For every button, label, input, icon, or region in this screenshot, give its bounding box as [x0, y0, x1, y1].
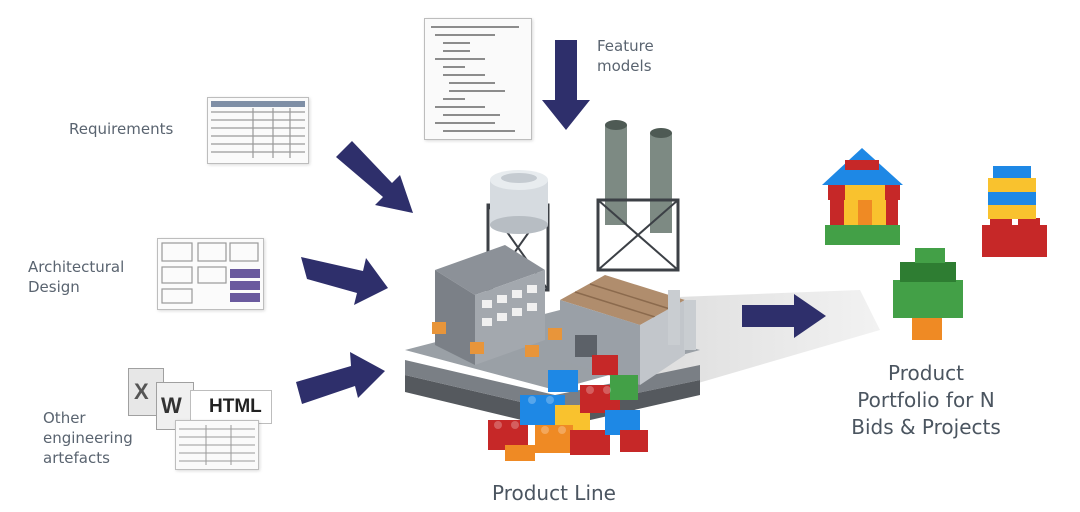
arrow-other-artefacts — [296, 352, 385, 404]
architecture-boxes — [161, 242, 260, 304]
portfolio-line-1: Product — [888, 361, 964, 385]
product-line-label: Product Line — [492, 481, 616, 505]
feature-models-label: Feature models — [597, 36, 654, 76]
lego-house-icon — [822, 148, 903, 245]
lego-tower-icon — [982, 166, 1047, 257]
feature-model-document — [424, 18, 532, 140]
other-artefacts-line-3: artefacts — [43, 449, 110, 467]
architectural-design-line-1: Architectural — [28, 258, 125, 276]
spreadsheet-document — [175, 420, 259, 470]
requirements-document — [207, 97, 309, 164]
lego-tree-icon — [893, 248, 963, 340]
other-artefacts-label: Other engineering artefacts — [43, 408, 133, 468]
requirements-label: Requirements — [69, 120, 174, 138]
other-artefacts-line-1: Other — [43, 409, 86, 427]
architectural-design-label: Architectural Design — [28, 257, 124, 297]
feature-models-line-1: Feature — [597, 37, 654, 55]
architectural-design-line-2: Design — [28, 278, 80, 296]
spreadsheet-lines — [179, 425, 255, 465]
requirements-table-lines — [211, 101, 305, 158]
factory-icon — [405, 120, 700, 428]
other-artefacts-line-2: engineering — [43, 429, 133, 447]
feature-tree-lines — [431, 26, 519, 132]
arrow-output — [742, 294, 826, 338]
product-portfolio-label: Product Portfolio for N Bids & Projects — [836, 360, 1016, 441]
arrow-requirements — [336, 141, 413, 213]
feature-models-line-2: models — [597, 57, 652, 75]
portfolio-line-2: Portfolio for N — [857, 388, 995, 412]
portfolio-line-3: Bids & Projects — [851, 415, 1001, 439]
lego-pile-icon — [488, 355, 648, 461]
html-icon: HTML — [190, 390, 272, 424]
arrow-feature-models — [542, 40, 590, 130]
arrow-architectural-design — [301, 257, 388, 305]
architecture-document — [157, 238, 264, 310]
